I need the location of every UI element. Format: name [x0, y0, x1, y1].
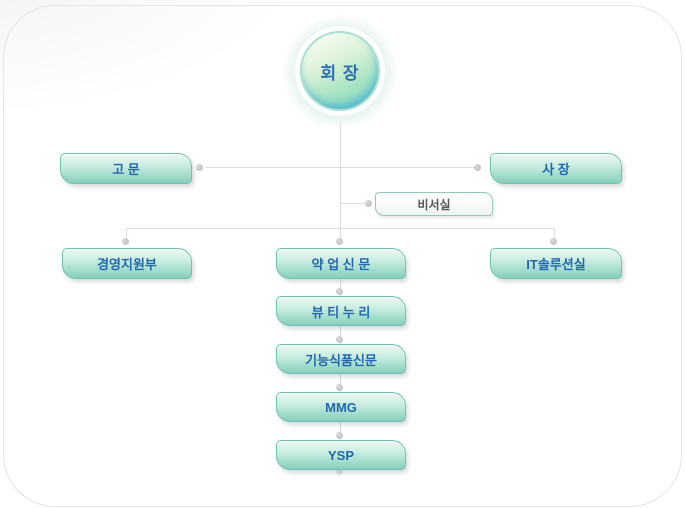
- connector-dot: [196, 164, 203, 171]
- connector-dot: [336, 468, 343, 475]
- sub-food-news-node: 기능식품신문: [276, 344, 406, 374]
- advisor-node: 고 문: [60, 153, 192, 184]
- connector-dot: [122, 238, 129, 245]
- connector-dot: [336, 238, 343, 245]
- secretary-office-node: 비서실: [375, 192, 493, 216]
- connector-dot: [550, 238, 557, 245]
- page-card: [3, 5, 682, 507]
- connector-stub-left: [126, 228, 127, 238]
- sub-beautynury-node: 뷰 티 누 리: [276, 296, 406, 326]
- president-node: 사 장: [490, 153, 622, 184]
- connector-line-chain: [340, 277, 341, 473]
- sub-ysp-node: YSP: [276, 440, 406, 470]
- sub-food-news-label: 기능식품신문: [305, 352, 377, 368]
- sub-ysp-label: YSP: [327, 447, 354, 463]
- connector-dot: [336, 288, 343, 295]
- dept-management-label: 경영지원부: [97, 257, 157, 272]
- connector-dot: [336, 384, 343, 391]
- advisor-label: 고 문: [112, 162, 140, 177]
- connector-line-row2: [206, 167, 474, 168]
- dept-it-label: IT솔루션실: [526, 257, 586, 272]
- sub-mmg-label: MMG: [325, 399, 357, 415]
- connector-dot: [336, 432, 343, 439]
- connector-line-row3: [126, 228, 555, 229]
- dept-it-node: IT솔루션실: [490, 248, 622, 279]
- connector-line-root: [340, 111, 341, 239]
- chairman-label: 회 장: [320, 63, 360, 83]
- chairman-node: 회 장: [300, 31, 380, 111]
- president-label: 사 장: [542, 162, 570, 177]
- dept-yakup-node: 약 업 신 문: [276, 248, 406, 279]
- connector-stub-right: [554, 228, 555, 238]
- dept-yakup-label: 약 업 신 문: [311, 257, 371, 272]
- sub-beautynury-label: 뷰 티 누 리: [311, 304, 371, 320]
- sub-mmg-node: MMG: [276, 392, 406, 422]
- connector-dot: [336, 336, 343, 343]
- connector-dot: [474, 164, 481, 171]
- secretary-office-label: 비서실: [417, 197, 451, 212]
- connector-line-secretary: [341, 203, 365, 204]
- dept-management-node: 경영지원부: [62, 248, 192, 279]
- connector-dot: [365, 200, 372, 207]
